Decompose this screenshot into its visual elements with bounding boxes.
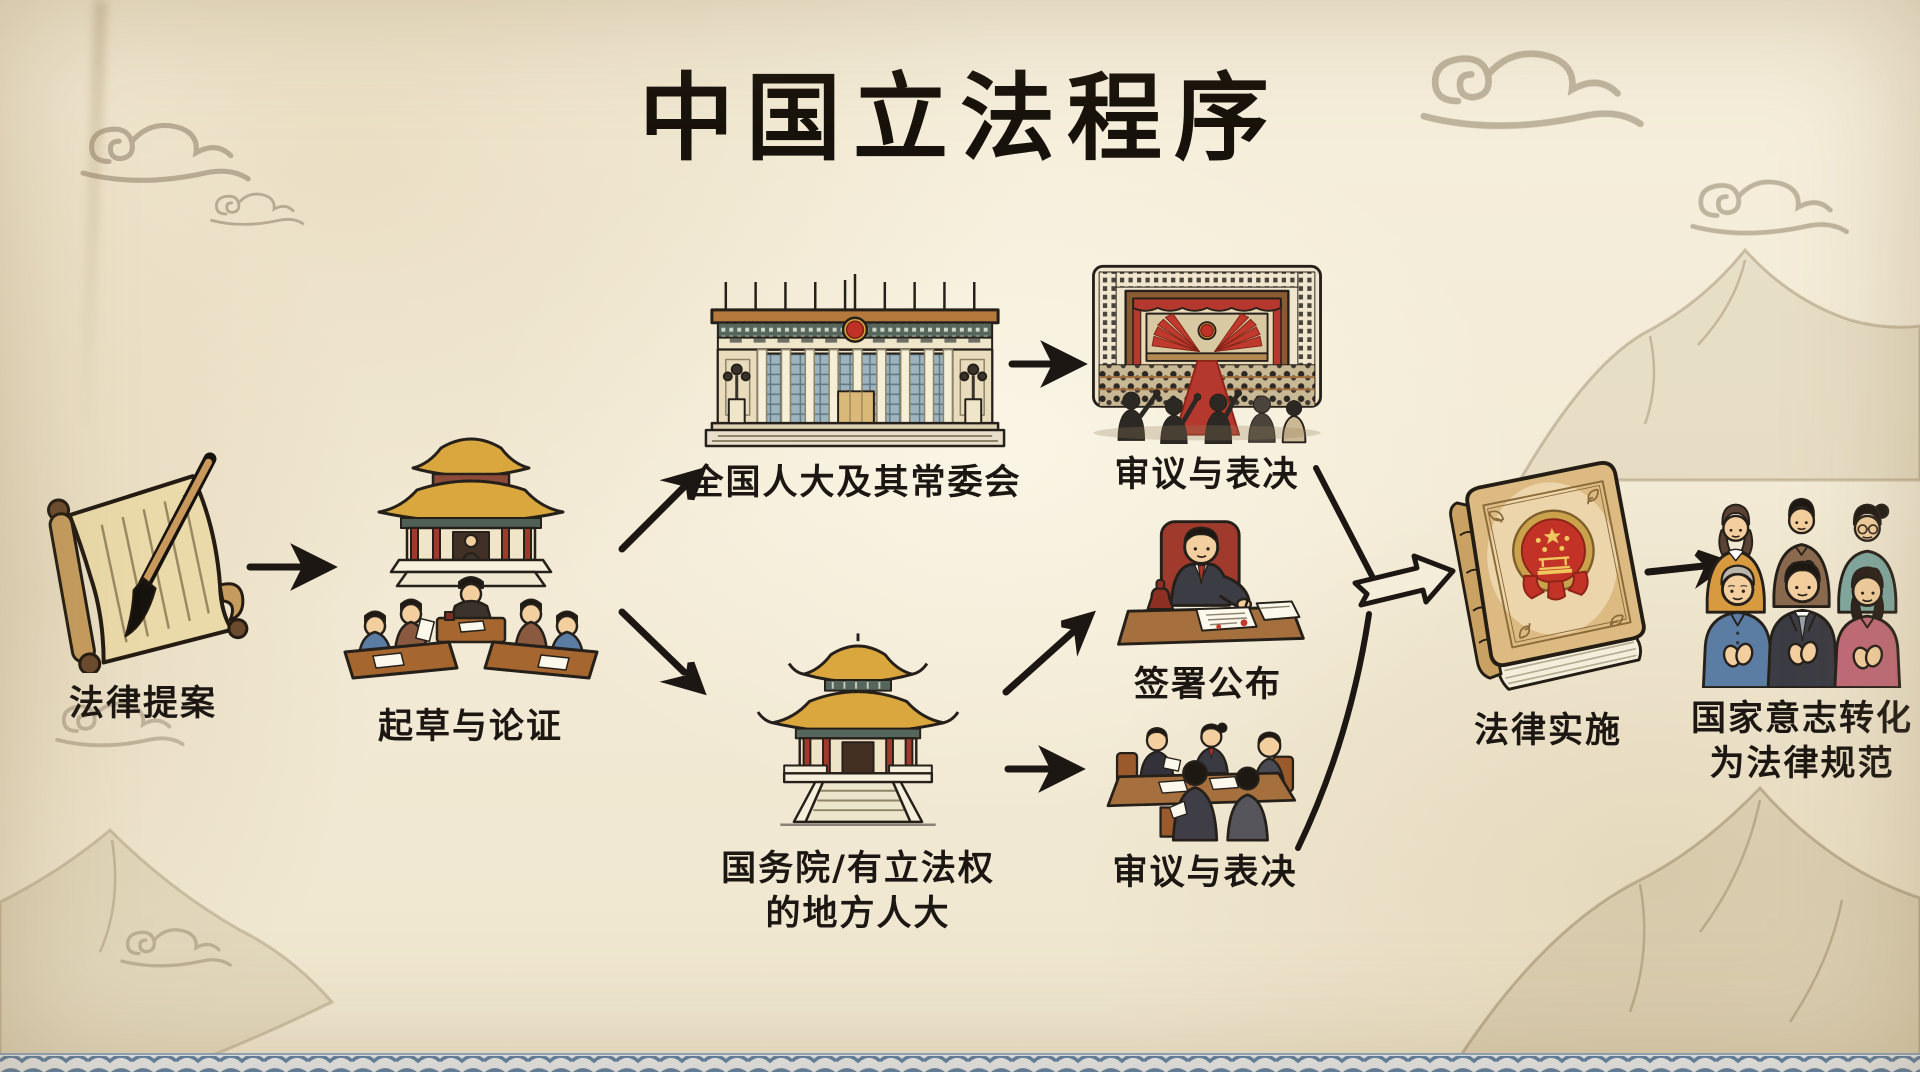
citizen-man-suit: [1766, 560, 1839, 688]
node-label-state-council-line2: 的地方人大: [765, 893, 951, 934]
lamp-post: [722, 363, 751, 425]
lamp-post: [959, 363, 988, 425]
node-implementation: 法律实施: [1428, 456, 1668, 753]
node-drafting: 起草与论证: [318, 424, 623, 749]
node-npc: 全国人大及其常委会: [688, 270, 1022, 505]
delegates-raising-hands: [1117, 389, 1307, 444]
assembly-hall-icon: [1092, 264, 1322, 444]
node-outcome: 国家意志转化 为法律规范: [1684, 444, 1920, 786]
node-label-review-top: 审议与表决: [1114, 454, 1300, 495]
official-signing-icon: [1117, 520, 1305, 646]
node-label-review-bottom: 审议与表决: [1112, 852, 1298, 893]
citizen-woman-pink: [1833, 566, 1902, 688]
mountains-bottom-right: [1448, 785, 1920, 1072]
node-review-bottom: 审议与表决: [1082, 706, 1328, 895]
node-state-council: 国务院/有立法权 的地方人大: [708, 626, 1008, 936]
committee-meeting-icon: [1106, 722, 1297, 842]
great-hall-building-icon: [704, 274, 1006, 448]
government-temple-icon: [756, 633, 960, 826]
node-label-state-council: 国务院/有立法权 的地方人大: [721, 846, 995, 936]
node-label-proposal: 法律提案: [68, 683, 217, 724]
node-label-outcome: 国家意志转化 为法律规范: [1691, 696, 1913, 786]
node-label-outcome-line1: 国家意志转化: [1690, 698, 1913, 739]
scroll-and-brush-icon: [46, 452, 248, 673]
node-label-sign: 签署公布: [1133, 664, 1282, 705]
applauding-citizens-icon: [1701, 497, 1902, 688]
page-title: 中国立法程序: [638, 63, 1281, 174]
node-label-npc: 全国人大及其常委会: [688, 462, 1022, 503]
node-label-drafting: 起草与论证: [377, 706, 563, 747]
palace-drafting-scene-icon: [343, 437, 598, 680]
node-law-proposal: 法律提案: [18, 448, 268, 726]
wave-border-bottom: [0, 1053, 1920, 1072]
law-book-with-national-emblem-icon: [1449, 461, 1646, 691]
mountains-bottom-left: [0, 827, 335, 1072]
node-label-implementation: 法律实施: [1473, 710, 1622, 751]
citizen-elder-blue: [1701, 564, 1774, 688]
seal-stamp: [1146, 579, 1175, 611]
mountains-right: [1517, 247, 1920, 482]
node-review-top: 审议与表决: [1078, 258, 1336, 497]
corner-flourishes: [1488, 488, 1624, 639]
node-label-state-council-line1: 国务院/有立法权: [721, 848, 995, 889]
node-label-outcome-line2: 为法律规范: [1709, 743, 1895, 784]
node-sign: 签署公布: [1092, 508, 1324, 707]
national-emblem: [1512, 509, 1595, 601]
stage-flags: [1151, 313, 1263, 352]
